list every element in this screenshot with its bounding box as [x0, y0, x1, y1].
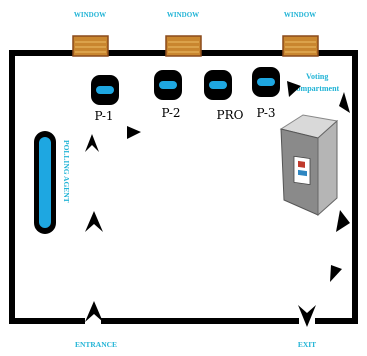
- entrance-label: ENTRANCE: [75, 340, 117, 349]
- window-2-label: WINDOW: [167, 11, 199, 19]
- window-1-label: WINDOW: [74, 11, 106, 19]
- official-seat-p3: P-3: [252, 67, 280, 120]
- window-1: WINDOW: [72, 11, 109, 57]
- arrow-down-right-icon: [336, 210, 350, 232]
- arrow-up-middle-icon: [85, 211, 103, 232]
- arrow-up-entrance-icon: [85, 301, 103, 322]
- official-p2-label: P-2: [161, 106, 180, 120]
- arrow-down-compartment-icon: [339, 92, 350, 113]
- arrow-down-left-icon: [330, 265, 342, 282]
- arrow-down-exit-icon: [298, 305, 316, 327]
- voting-compartment-label-line2: compartment: [293, 84, 340, 93]
- window-3: WINDOW: [282, 11, 319, 57]
- polling-agent-bench: POLLING AGENT: [34, 131, 71, 234]
- polling-agent-label: POLLING AGENT: [62, 140, 71, 203]
- flow-arrows: [85, 81, 350, 327]
- official-seat-pro: PRO: [204, 70, 244, 122]
- arrow-up-upper-icon: [85, 134, 99, 152]
- official-pro-label: PRO: [217, 108, 244, 122]
- exit-label: EXIT: [298, 340, 316, 349]
- voting-compartment: Voting compartment: [279, 72, 340, 217]
- window-2: WINDOW: [165, 11, 202, 57]
- arrow-right-p1-icon: [127, 126, 141, 139]
- window-3-label: WINDOW: [284, 11, 316, 19]
- voting-compartment-label-line1: Voting: [306, 72, 328, 81]
- official-seat-p2: P-2: [154, 70, 182, 120]
- official-p3-label: P-3: [256, 106, 275, 120]
- official-p1-label: P-1: [94, 109, 113, 123]
- arrow-right-p3-icon: [287, 81, 301, 97]
- official-seat-p1: P-1: [91, 75, 119, 123]
